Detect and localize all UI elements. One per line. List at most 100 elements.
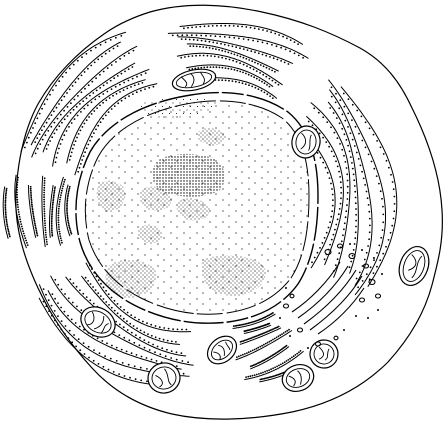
ribosome: [238, 82, 240, 84]
ribosome: [70, 102, 72, 104]
ribosome: [240, 341, 242, 343]
ribosome: [349, 243, 351, 245]
ribosome: [344, 133, 346, 135]
ribosome: [31, 198, 33, 200]
ribosome: [36, 137, 38, 139]
ribosome: [73, 334, 75, 336]
ribosome: [325, 167, 327, 169]
ribosome: [245, 26, 247, 28]
ribosome: [111, 108, 113, 110]
ribosome: [139, 344, 141, 346]
ribosome: [120, 315, 122, 317]
ribosome: [97, 338, 99, 340]
ribosome: [322, 137, 324, 139]
ribosome: [365, 147, 367, 149]
ribosome: [111, 345, 113, 347]
ribosome: [221, 79, 223, 81]
ribosome: [245, 83, 247, 85]
ribosome: [177, 34, 179, 36]
ribosome: [46, 239, 48, 241]
ribosome: [117, 75, 119, 77]
ribosome: [57, 118, 59, 120]
ribosome: [222, 67, 224, 69]
ribosome: [45, 232, 47, 234]
ribosome: [231, 53, 233, 55]
ribosome: [136, 91, 138, 93]
ribosome: [224, 51, 226, 53]
ribosome: [269, 78, 271, 80]
ribosome: [94, 99, 96, 101]
ribosome: [338, 171, 340, 173]
ribosome: [108, 111, 110, 113]
ribosome: [331, 239, 333, 241]
ribosome: [51, 214, 53, 216]
ribosome: [200, 67, 202, 69]
ribosome: [153, 86, 155, 88]
ribosome: [90, 50, 92, 52]
ribosome: [5, 191, 7, 193]
ribosome: [67, 315, 69, 317]
ribosome: [367, 245, 369, 247]
ribosome: [221, 50, 223, 52]
ribosome: [347, 145, 349, 147]
ribosome: [370, 266, 372, 268]
ribosome: [5, 214, 7, 216]
ribosome: [273, 57, 275, 59]
ribosome: [89, 299, 91, 301]
ribosome: [68, 189, 70, 191]
ribosome: [51, 212, 53, 214]
ribosome: [343, 329, 345, 331]
ribosome: [66, 201, 68, 203]
ribosome: [86, 119, 88, 121]
ribosome: [51, 228, 53, 230]
ribosome: [6, 224, 8, 226]
ribosome: [71, 152, 73, 154]
ribosome: [114, 105, 116, 107]
ribosome: [382, 221, 384, 223]
ribosome: [330, 183, 332, 185]
ribosome: [79, 326, 81, 328]
ribosome: [55, 85, 57, 87]
ribosome: [338, 213, 340, 215]
ribosome: [97, 292, 99, 294]
ribosome: [67, 218, 69, 220]
ribosome: [269, 95, 271, 97]
ribosome: [373, 259, 375, 261]
ribosome: [239, 71, 241, 73]
ribosome: [210, 66, 212, 68]
ribosome: [248, 39, 250, 41]
ribosome: [195, 55, 197, 57]
ribosome: [44, 180, 46, 182]
ribosome: [8, 232, 10, 234]
ribosome: [105, 290, 107, 292]
ribosome: [262, 372, 264, 374]
ribosome: [286, 37, 288, 39]
ribosome: [344, 120, 346, 122]
ribosome: [86, 147, 88, 149]
ribosome: [70, 112, 72, 114]
ribosome: [286, 330, 288, 332]
ribosome: [233, 325, 235, 327]
ribosome: [144, 347, 146, 349]
ribosome: [91, 136, 93, 138]
ribosome: [193, 45, 195, 47]
ribosome: [393, 218, 395, 220]
ribosome: [81, 75, 83, 77]
ribosome: [95, 289, 97, 291]
ribosome: [232, 60, 234, 62]
ribosome: [332, 194, 334, 196]
ribosome: [55, 161, 57, 163]
ribosome: [8, 231, 10, 233]
ribosome: [140, 90, 142, 92]
ribosome: [130, 314, 132, 316]
ribosome: [87, 68, 89, 70]
ribosome: [6, 219, 8, 221]
ribosome: [50, 126, 52, 128]
ribosome: [216, 25, 218, 27]
ribosome: [56, 107, 58, 109]
ribosome: [254, 27, 256, 29]
ribosome: [68, 225, 70, 227]
ribosome: [23, 233, 25, 235]
ribosome: [265, 55, 267, 57]
ribosome: [31, 202, 33, 204]
